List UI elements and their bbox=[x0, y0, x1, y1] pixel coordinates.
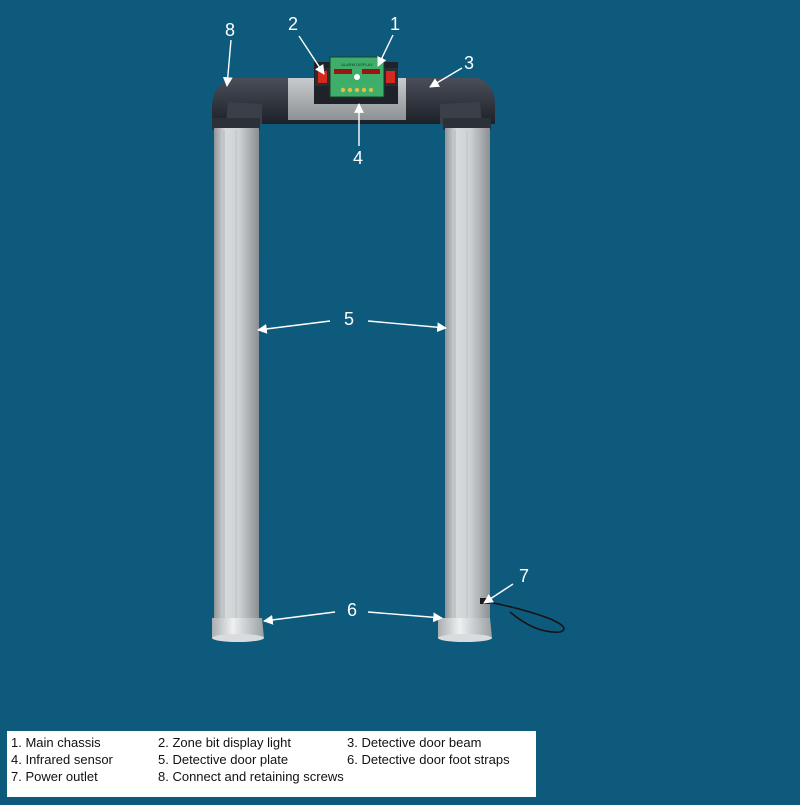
callout-arrow-8 bbox=[222, 39, 233, 87]
callout-arrow-5-left bbox=[257, 320, 331, 334]
callout-number-2: 2 bbox=[288, 14, 299, 34]
legend-item-7: 7. Power outlet bbox=[11, 769, 98, 784]
legend-item-1: 1. Main chassis bbox=[11, 735, 101, 750]
callout-arrow-1 bbox=[377, 34, 394, 67]
right-foot-strap bbox=[438, 618, 492, 642]
callout-arrow-5-right bbox=[367, 320, 447, 333]
callout-number-4: 4 bbox=[353, 148, 364, 168]
callout-number-7: 7 bbox=[519, 566, 530, 586]
callout-number-6: 6 bbox=[347, 600, 358, 620]
legend-item-5: 5. Detective door plate bbox=[158, 752, 289, 767]
legend-item-2: 2. Zone bit display light bbox=[158, 735, 291, 750]
callout-number-3: 3 bbox=[464, 53, 475, 73]
legend-item-3: 3. Detective door beam bbox=[347, 735, 482, 750]
callout-arrow-3 bbox=[429, 67, 463, 88]
callout-number-8: 8 bbox=[225, 20, 236, 40]
callout-number-5: 5 bbox=[344, 309, 355, 329]
callout-arrow-7 bbox=[483, 583, 514, 604]
callout-arrow-2 bbox=[298, 35, 325, 75]
power-cable bbox=[480, 598, 565, 633]
left-door-plate bbox=[212, 118, 260, 620]
legend-item-8: 8. Connect and retaining screws bbox=[158, 769, 344, 784]
callout-arrow-6-right bbox=[367, 611, 443, 623]
legend-item-6: 6. Detective door foot straps bbox=[347, 752, 510, 767]
legend-box: 1. Main chassis 2. Zone bit display ligh… bbox=[7, 731, 536, 797]
callout-lines bbox=[222, 34, 514, 625]
callout-arrow-6-left bbox=[263, 611, 336, 625]
right-door-plate bbox=[443, 118, 491, 620]
legend-item-4: 4. Infrared sensor bbox=[11, 752, 113, 767]
display-panel-label: ALARM DISPLAY bbox=[341, 62, 373, 67]
left-foot-strap bbox=[212, 618, 264, 642]
callout-number-1: 1 bbox=[390, 14, 401, 34]
